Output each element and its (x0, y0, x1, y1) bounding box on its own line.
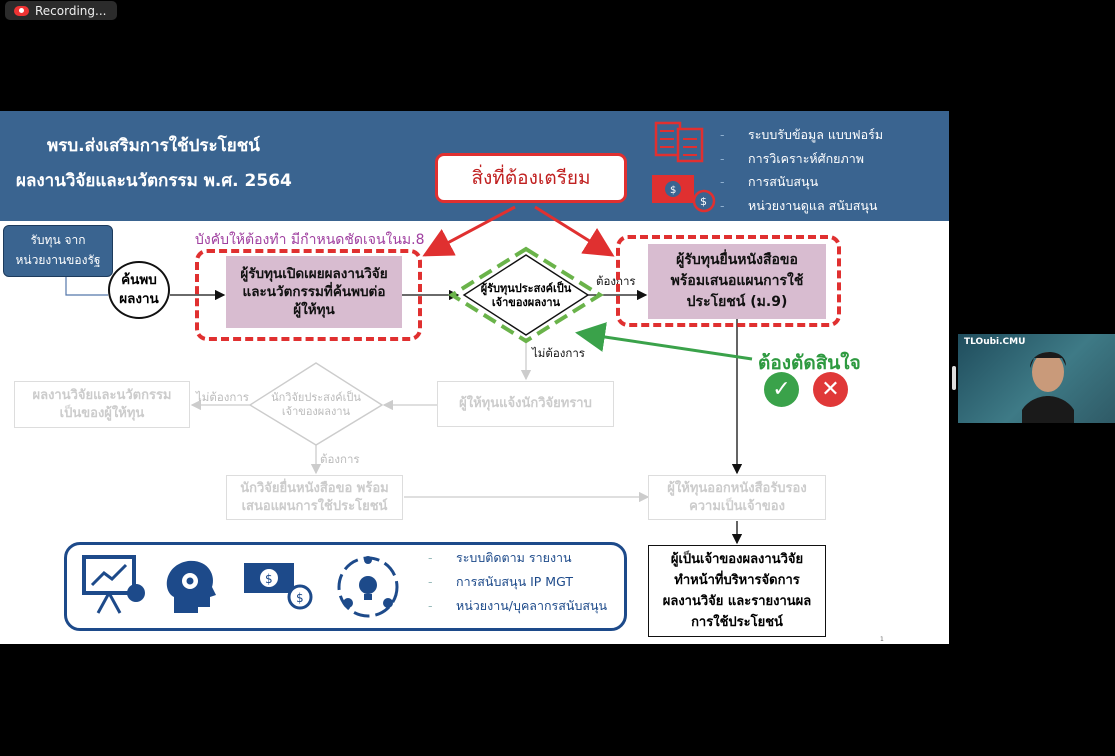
record-icon (14, 5, 29, 16)
form-document-icon: $ $ (652, 121, 716, 213)
slide-title-line2: ผลงานวิจัยและนวัตกรรม พ.ศ. 2564 (16, 171, 292, 191)
apply-highlight (616, 235, 841, 327)
decide-label: ต้องตัดสินใจ (758, 352, 861, 374)
want-label: ต้องการ (596, 274, 636, 288)
researcher-apply-line2: เสนอแผนการใช้ประโยชน์ (241, 498, 388, 514)
slide-title-line1: พรบ.ส่งเสริมการใช้ประโยชน์ (47, 136, 260, 156)
svg-text:$: $ (700, 195, 707, 208)
diamond-grantee-line2: เจ้าของผลงาน (491, 296, 561, 309)
certify-line2: ความเป็นเจ้าของ (689, 498, 785, 514)
apply-line1: ผู้รับทุนยื่นหนังสือขอ (676, 252, 798, 268)
want-label-2: ต้องการ (320, 452, 360, 466)
certify-box: ผู้ให้ทุนออกหนังสือรับรองความเป็นเจ้าของ (648, 475, 826, 520)
bottom-legend-item: ระบบติดตาม รายงาน (456, 550, 572, 565)
money-icon: $ $ (244, 563, 313, 610)
owner-line4: การใช้ประโยชน์ (691, 615, 783, 630)
head-gear-icon (166, 560, 216, 613)
discover-line2: ผลงาน (119, 291, 159, 307)
person-avatar-icon (1022, 351, 1074, 423)
owner-line2: ทำหน้าที่บริหารจัดการ (674, 573, 800, 588)
disclose-highlight (195, 249, 422, 341)
diamond-grantee-line1: ผู้รับทุนประสงค์เป็น (480, 282, 572, 295)
presentation-slide: พรบ.ส่งเสริมการใช้ประโยชน์ ผลงานวิจัยและ… (0, 111, 949, 644)
bottom-legend: -ระบบติดตาม รายงาน -การสนับสนุน IP MGT -… (428, 550, 608, 613)
disclose-line3: ผู้ให้ทุน (293, 302, 335, 318)
svg-text:$: $ (265, 572, 273, 586)
discover-line1: ค้นพบ (121, 272, 157, 288)
source-line1: รับทุน จาก (30, 233, 86, 247)
checkmark-icon: ✓ (764, 372, 799, 407)
team-idea-icon (337, 556, 399, 618)
certify-line1: ผู้ให้ทุนออกหนังสือรับรอง (667, 480, 807, 496)
diamond-researcher-line1: นักวิจัยประสงค์เป็น (271, 391, 361, 404)
top-legend-item: การสนับสนุน (748, 174, 819, 189)
page-number: 1 (880, 636, 884, 643)
belongs-funder-line2: เป็นของผู้ให้ทุน (59, 405, 145, 421)
owner-line1: ผู้เป็นเจ้าของผลงานวิจัย (670, 552, 804, 567)
apply-line2: พร้อมเสนอแผนการใช้ (670, 273, 804, 289)
belongs-funder-line1: ผลงานวิจัยและนวัตกรรม (32, 387, 172, 403)
source-line2: หน่วยงานของรัฐ (15, 253, 101, 267)
researcher-apply-box: นักวิจัยยื่นหนังสือขอ พร้อมเสนอแผนการใช้… (226, 475, 403, 520)
support-panel (64, 542, 627, 631)
diamond-grantee-text: ผู้รับทุนประสงค์เป็นเจ้าของผลงาน (476, 279, 576, 313)
top-legend-item: หน่วยงานดูแล สนับสนุน (748, 197, 878, 213)
camera-thumbnail[interactable]: TLOubi.CMU (958, 334, 1115, 423)
bottom-legend-item: การสนับสนุน IP MGT (456, 574, 573, 589)
apply-box: ผู้รับทุนยื่นหนังสือขอพร้อมเสนอแผนการใช้… (648, 244, 826, 319)
disclose-box: ผู้รับทุนเปิดเผยผลงานวิจัยและนวัตกรรมที่… (226, 256, 402, 328)
owner-line3: ผลงานวิจัย และรายงานผล (662, 594, 812, 609)
not-want-label: ไม่ต้องการ (532, 346, 585, 360)
top-legend: -ระบบรับข้อมูล แบบฟอร์ม -การวิเคราะห์ศัก… (720, 127, 884, 213)
svg-text:$: $ (296, 591, 304, 605)
diamond-researcher-line2: เจ้าของผลงาน (281, 405, 351, 418)
cross-icon: ✕ (813, 372, 848, 407)
top-legend-item: ระบบรับข้อมูล แบบฟอร์ม (748, 127, 884, 142)
researcher-apply-line1: นักวิจัยยื่นหนังสือขอ พร้อม (240, 480, 389, 496)
recording-indicator: Recording... (5, 1, 117, 20)
support-icons: $ $ (82, 555, 399, 618)
funder-notify-box: ผู้ให้ทุนแจ้งนักวิจัยทราบ (437, 381, 614, 427)
source-box: รับทุน จาก หน่วยงานของรัฐ (3, 225, 113, 277)
svg-text:$: $ (670, 185, 676, 196)
diamond-researcher-text: นักวิจัยประสงค์เป็นเจ้าของผลงาน (262, 389, 370, 421)
discover-circle: ค้นพบผลงาน (108, 261, 170, 319)
presentation-chart-icon (82, 555, 145, 614)
recording-label: Recording... (35, 3, 107, 18)
prepare-callout: สิ่งที่ต้องเตรียม (435, 153, 627, 203)
disclose-line1: ผู้รับทุนเปิดเผยผลงานวิจัย (240, 266, 388, 282)
panel-resize-handle[interactable] (952, 366, 956, 390)
disclose-line2: และนวัตกรรมที่ค้นพบต่อ (242, 284, 386, 300)
belongs-funder-box: ผลงานวิจัยและนวัตกรรมเป็นของผู้ให้ทุน (14, 381, 190, 428)
apply-line3: ประโยชน์ (ม.9) (686, 294, 788, 310)
camera-name: TLOubi.CMU (964, 337, 1026, 347)
mandatory-note: บังคับให้ต้องทำ มีกำหนดชัดเจนในม.8 (195, 232, 425, 248)
top-legend-item: การวิเคราะห์ศักยภาพ (748, 150, 864, 166)
not-want-label-2: ไม่ต้องการ (196, 390, 249, 404)
owner-box: ผู้เป็นเจ้าของผลงานวิจัยทำหน้าที่บริหารจ… (648, 545, 826, 637)
bottom-legend-item: หน่วยงาน/บุคลากรสนับสนุน (456, 598, 608, 613)
